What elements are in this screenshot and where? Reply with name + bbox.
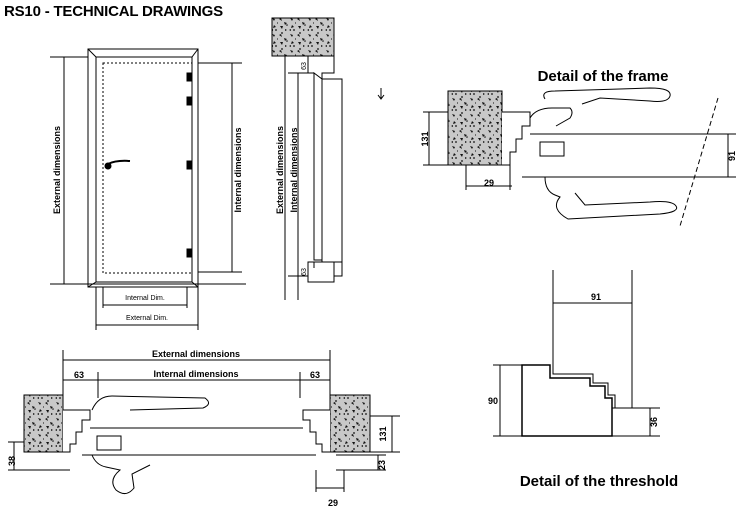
plan-right-131-dim: 131 [378, 426, 388, 441]
door-leaf [102, 62, 193, 274]
threshold-detail [493, 270, 660, 437]
elevation-external-label: External dimensions [52, 126, 62, 214]
door-elevation [50, 48, 246, 330]
door-frame-outer [87, 48, 199, 288]
plan-section [8, 350, 400, 494]
threshold-width-dim: 91 [591, 292, 601, 302]
plan-external-label: External dimensions [152, 349, 240, 359]
threshold-step-dim: 36 [649, 417, 659, 427]
section-internal-label: Internal dimensions [289, 127, 299, 212]
threshold-height-dim: 90 [488, 396, 498, 406]
plan-right-63-dim: 63 [310, 370, 320, 380]
external-dim-label: External Dim. [126, 315, 168, 322]
hinge-icon [186, 160, 192, 170]
plan-internal-label: Internal dimensions [153, 369, 238, 379]
wall-block-frame [447, 90, 503, 166]
threshold-detail-heading: Detail of the threshold [520, 473, 678, 490]
door-frame-inner [95, 56, 193, 283]
wall-block-left [23, 394, 64, 453]
wall-block-top [271, 17, 335, 57]
plan-right-23-dim: 23 [377, 460, 387, 470]
frame-height-dim: 131 [420, 131, 430, 146]
frame-detail [423, 87, 736, 227]
plan-left-63-dim: 63 [74, 370, 84, 380]
internal-dim-label: Internal Dim. [125, 295, 165, 302]
hinge-icon [186, 72, 192, 82]
frame-leaf-dim: 91 [727, 151, 737, 161]
frame-depth-dim: 29 [484, 178, 494, 188]
arrow-down-icon [377, 88, 385, 100]
wall-block-right [329, 394, 371, 453]
section-top-dim: 63 [301, 62, 308, 70]
frame-detail-heading: Detail of the frame [538, 68, 669, 85]
section-bottom-dim: 63 [301, 268, 308, 276]
page-title: RS10 - TECHNICAL DRAWINGS [4, 3, 223, 20]
section-external-label: External dimensions [275, 126, 285, 214]
elevation-internal-label: Internal dimensions [233, 127, 243, 212]
handle-icon [91, 395, 209, 411]
hinge-icon [186, 248, 192, 258]
plan-left-38-dim: 38 [7, 456, 17, 466]
hinge-icon [186, 96, 192, 106]
handle-icon [543, 87, 671, 105]
vertical-section [271, 17, 343, 300]
plan-right-29-dim: 29 [328, 498, 338, 508]
